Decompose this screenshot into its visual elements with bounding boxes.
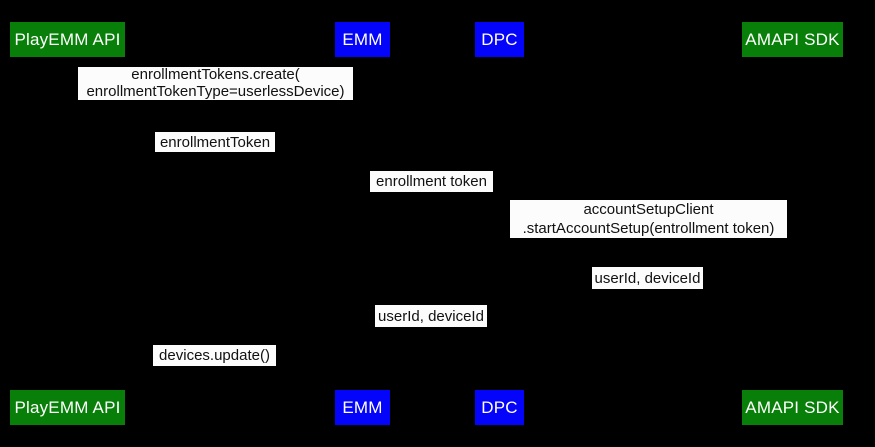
message-enrollment-token: enrollment token (370, 171, 493, 192)
actor-dpc-bottom: DPC (475, 390, 524, 425)
message-devices-update: devices.update() (153, 345, 276, 366)
actor-dpc-top: DPC (475, 22, 524, 57)
actor-amapi-sdk-top: AMAPI SDK (742, 22, 843, 57)
actor-emm-bottom: EMM (335, 390, 390, 425)
message-userid-deviceid-return: userId, deviceId (592, 267, 703, 289)
message-start-account-setup: accountSetupClient .startAccountSetup(en… (510, 200, 787, 238)
message-enrollment-tokens-create: enrollmentTokens.create( enrollmentToken… (78, 66, 353, 100)
message-userid-deviceid: userId, deviceId (375, 305, 487, 327)
actor-playemm-api-bottom: PlayEMM API (10, 390, 125, 425)
actor-emm-top: EMM (335, 22, 390, 57)
message-enrollment-token-return: enrollmentToken (155, 132, 275, 152)
actor-amapi-sdk-bottom: AMAPI SDK (742, 390, 843, 425)
actor-playemm-api-top: PlayEMM API (10, 22, 125, 57)
